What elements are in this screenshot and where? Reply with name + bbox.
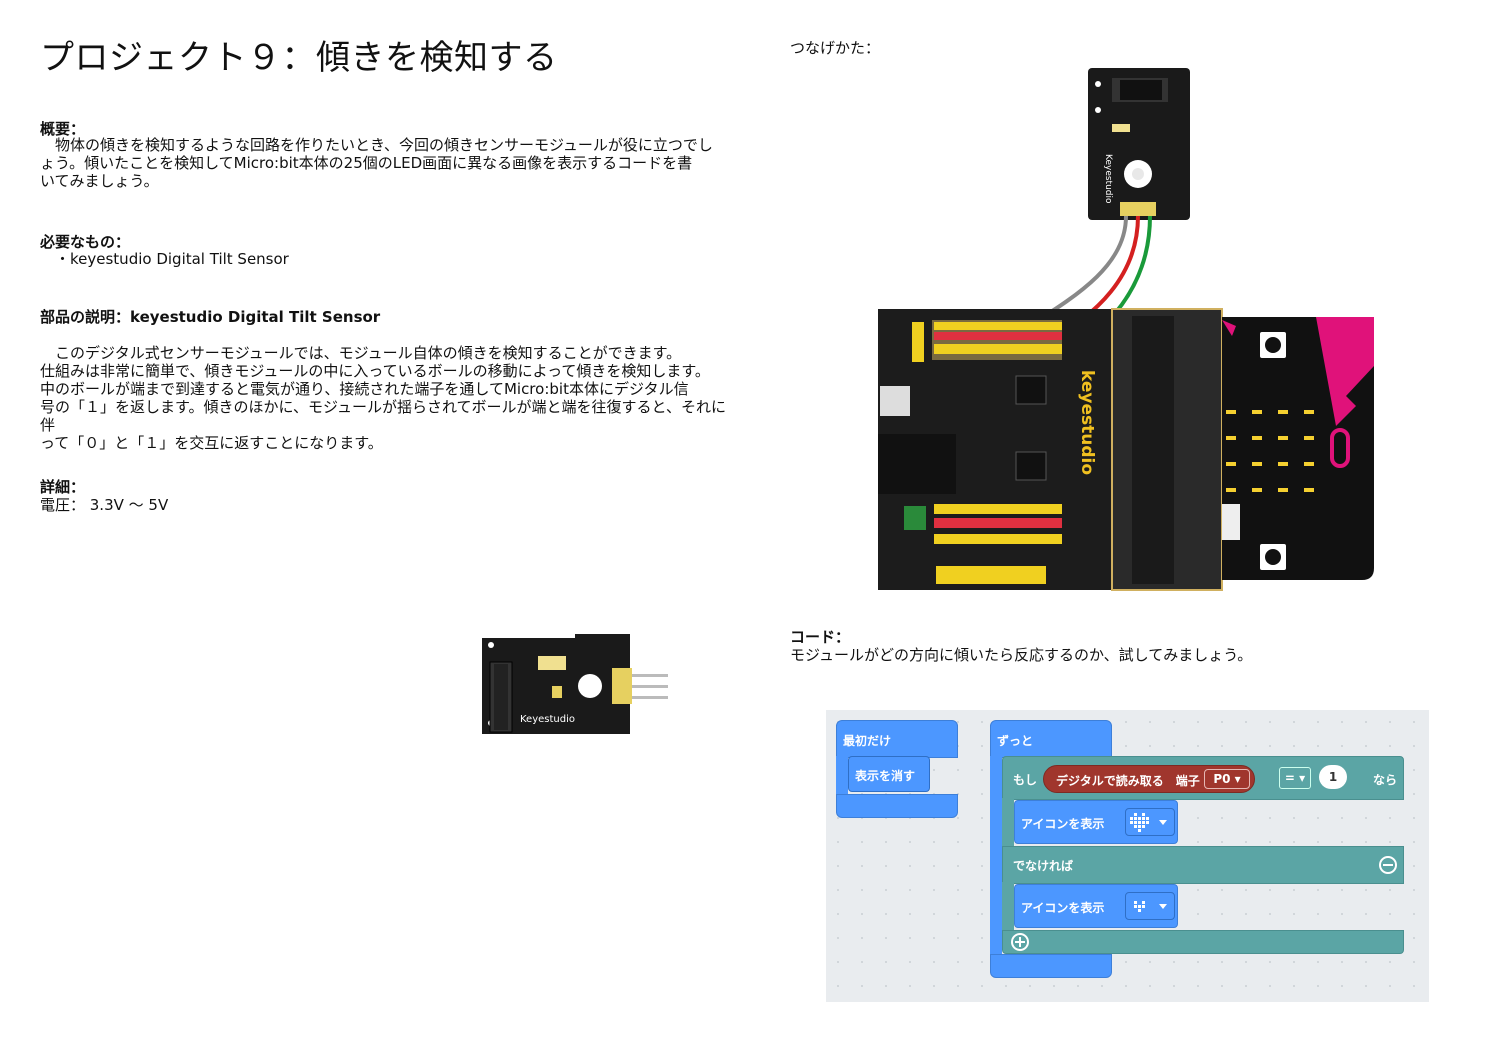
icon-dropdown-heart[interactable] (1125, 808, 1175, 836)
operator-dropdown[interactable]: = ▾ (1279, 767, 1311, 789)
value-input[interactable]: 1 (1319, 765, 1347, 789)
wiring-heading: つなげかた： (790, 39, 881, 57)
code-heading: コード： (790, 628, 851, 646)
details-heading: 詳細： (40, 478, 86, 496)
if-label: もし (1013, 773, 1038, 787)
show-icon-block-1[interactable]: アイコンを表示 (1014, 800, 1178, 844)
forever-block[interactable]: ずっと (990, 720, 1112, 758)
module-label: Keyestudio (520, 714, 575, 725)
wiring-diagram: Keyestudio keyestudio (878, 68, 1374, 591)
parts-body: このデジタル式センサーモジュールでは、モジュール自体の傾きを検知することができま… (40, 344, 726, 452)
if-block-footer (1002, 930, 1404, 954)
minus-icon[interactable] (1379, 856, 1397, 874)
on-start-block[interactable]: 最初だけ (836, 720, 958, 758)
show-icon-label-2: アイコンを表示 (1021, 901, 1105, 915)
show-icon-label-1: アイコンを表示 (1021, 817, 1105, 831)
small-heart-icon (1134, 901, 1167, 912)
makecode-workspace: 最初だけ 表示を消す ずっと もし デジタルで読み取る 端子 P0 ▾ = ▾ … (826, 710, 1429, 1002)
heart-icon (1130, 813, 1167, 832)
svg-text:Keyestudio: Keyestudio (1103, 154, 1113, 204)
icon-dropdown-small-heart[interactable] (1125, 892, 1175, 920)
overview-body: 物体の傾きを検知するような回路を作りたいとき、今回の傾きセンサーモジュールが役に… (40, 136, 713, 190)
details-voltage: 電圧： 3.3V ～ 5V (40, 496, 169, 514)
clear-screen-label: 表示を消す (855, 769, 916, 783)
overview-heading: 概要： (40, 120, 86, 138)
needed-item: ・keyestudio Digital Tilt Sensor (40, 250, 289, 268)
digital-read-label: デジタルで読み取る 端子 (1056, 774, 1200, 788)
else-label: でなければ (1013, 859, 1074, 873)
then-label: なら (1373, 773, 1398, 787)
show-icon-block-2[interactable]: アイコンを表示 (1014, 884, 1178, 928)
pin-dropdown[interactable]: P0 ▾ (1204, 769, 1250, 789)
on-start-label: 最初だけ (843, 734, 892, 748)
clear-screen-block[interactable]: 表示を消す (848, 756, 930, 792)
plus-icon[interactable] (1011, 933, 1029, 951)
tilt-sensor-module-image: Keyestudio (482, 634, 668, 734)
if-block[interactable]: もし デジタルで読み取る 端子 P0 ▾ = ▾ 1 なら (1002, 756, 1404, 800)
else-section[interactable]: でなければ (1002, 846, 1404, 884)
board-label: keyestudio (1077, 370, 1097, 475)
forever-label: ずっと (997, 734, 1034, 748)
parts-heading: 部品の説明：keyestudio Digital Tilt Sensor (40, 308, 381, 326)
digital-read-block[interactable]: デジタルで読み取る 端子 P0 ▾ (1043, 765, 1255, 793)
needed-heading: 必要なもの： (40, 233, 131, 251)
code-body: モジュールがどの方向に傾いたら反応するのか、試してみましょう。 (790, 646, 1253, 664)
page-title: プロジェクト９：傾きを検知する (40, 38, 558, 78)
